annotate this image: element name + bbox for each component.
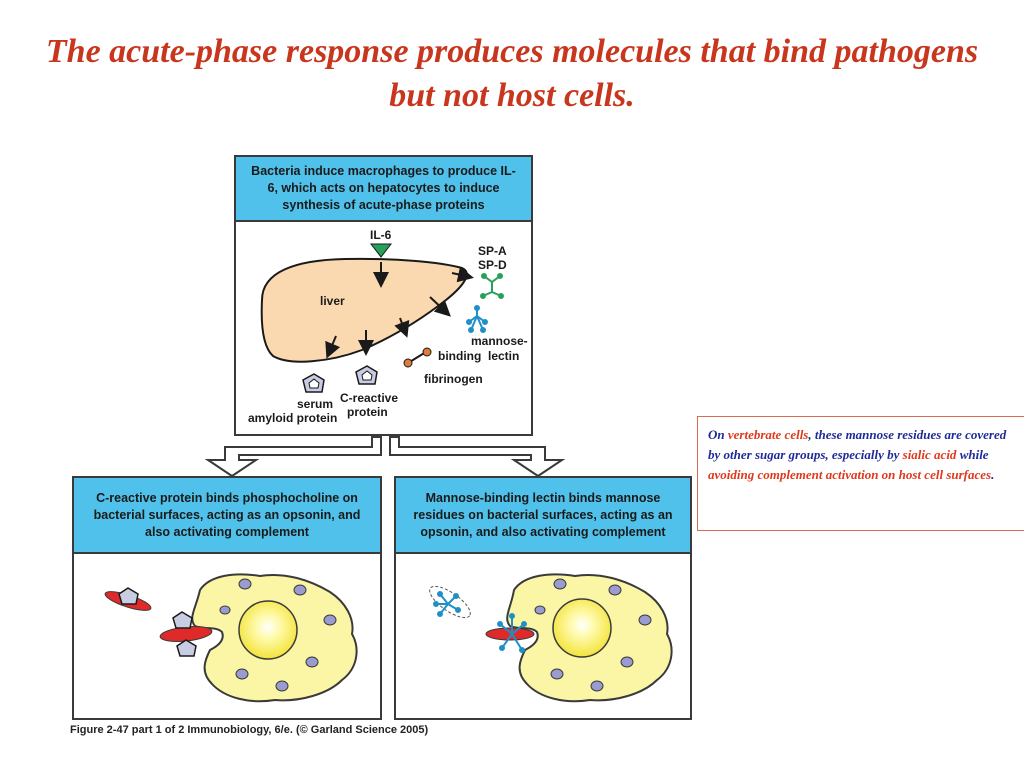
amyloid-protein-label: amyloid protein xyxy=(248,411,338,425)
right-bacterium xyxy=(485,627,535,641)
serum-label: serum xyxy=(297,397,334,411)
left-crp-molecules xyxy=(118,587,197,657)
side-note: On vertebrate cells, these mannose resid… xyxy=(697,416,1024,531)
fibrinogen-icon xyxy=(403,347,432,368)
surfactant-protein-icon xyxy=(480,273,504,299)
lectin-label: lectin xyxy=(488,349,520,363)
liver-shape xyxy=(260,257,468,363)
note-avoiding-complement: avoiding complement activation on host c… xyxy=(708,467,992,482)
mannose-binding-lectin-icon xyxy=(466,305,488,333)
c-reactive-protein-icon xyxy=(355,365,378,385)
fibrinogen-label: fibrinogen xyxy=(424,372,483,386)
sp-d-label: SP-D xyxy=(478,258,507,272)
split-arrow xyxy=(204,436,566,478)
note-sialic-acid: sialic acid xyxy=(902,447,957,462)
note-text-4: . xyxy=(991,467,995,482)
right-panel-header: Mannose-binding lectin binds mannose res… xyxy=(396,478,690,554)
liver-label: liver xyxy=(320,294,345,308)
binding-label: binding xyxy=(438,349,482,363)
right-macrophage xyxy=(506,573,673,703)
right-free-lectin xyxy=(429,585,471,619)
note-text-3: while xyxy=(956,447,989,462)
slide-title: The acute-phase response produces molecu… xyxy=(45,33,979,114)
left-macrophage xyxy=(191,573,358,703)
note-text-2: , these mannose residues are covered by … xyxy=(708,427,1007,462)
crp-label-line2: protein xyxy=(347,405,388,419)
il6-triangle-icon xyxy=(369,243,393,258)
top-panel-header: Bacteria induce macrophages to produce I… xyxy=(236,157,531,222)
serum-amyloid-protein-icon xyxy=(302,373,325,393)
figure-caption: Figure 2-47 part 1 of 2 Immunobiology, 6… xyxy=(70,724,429,736)
il6-label: IL-6 xyxy=(370,228,392,242)
note-vertebrate-cells: vertebrate cells xyxy=(727,427,809,442)
mannose-label: mannose- xyxy=(471,334,528,348)
note-text-1: On xyxy=(708,427,728,442)
right-bound-lectin xyxy=(497,613,527,653)
sp-a-label: SP-A xyxy=(478,244,507,258)
crp-label-line1: C-reactive xyxy=(340,391,399,405)
left-panel-header: C-reactive protein binds phosphocholine … xyxy=(74,478,380,554)
